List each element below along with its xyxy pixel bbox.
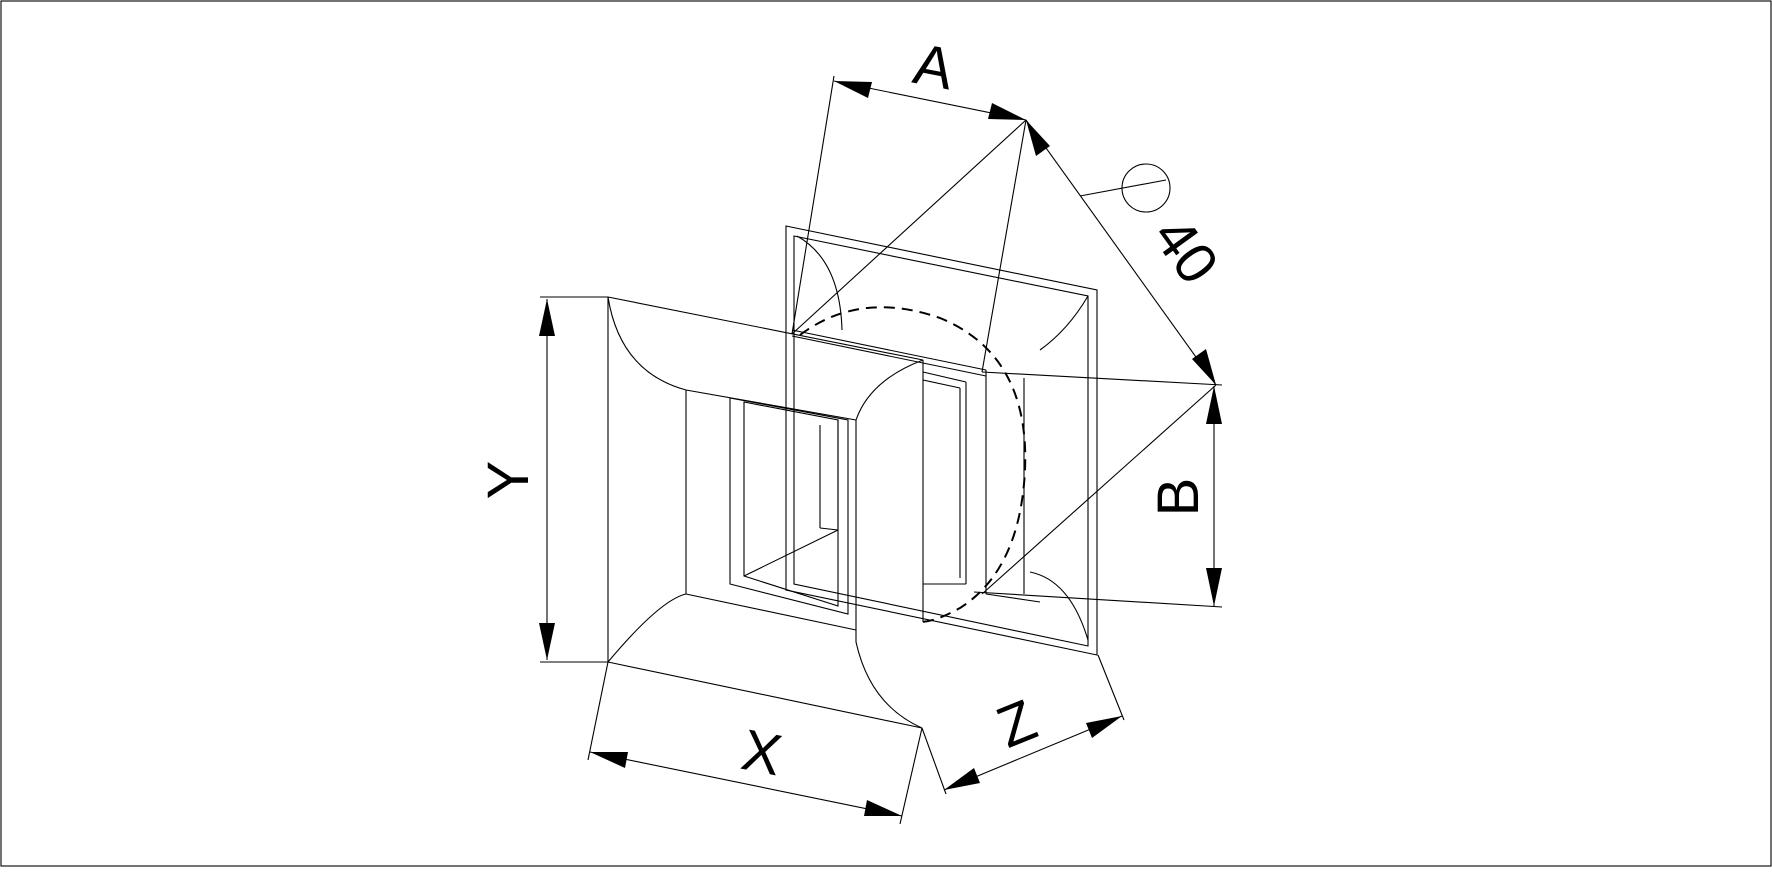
label-b: B <box>1146 478 1211 517</box>
front-frame <box>607 296 967 729</box>
label-diameter-40: 40 <box>1141 205 1232 295</box>
label-z: Z <box>988 687 1045 761</box>
duct-circle <box>799 306 1027 623</box>
dimension-a: A <box>791 31 1027 373</box>
label-x: X <box>737 717 787 788</box>
dimension-b: B <box>973 371 1223 608</box>
dimension-y: Y <box>476 296 608 663</box>
dimension-x: X <box>587 661 923 825</box>
dimension-z: Z <box>921 654 1125 795</box>
label-y: Y <box>476 461 541 500</box>
diameter-symbol-icon <box>1079 163 1171 213</box>
back-plate <box>785 225 1098 656</box>
label-a: A <box>909 31 960 102</box>
dimension-diameter: 40 <box>1025 119 1232 386</box>
